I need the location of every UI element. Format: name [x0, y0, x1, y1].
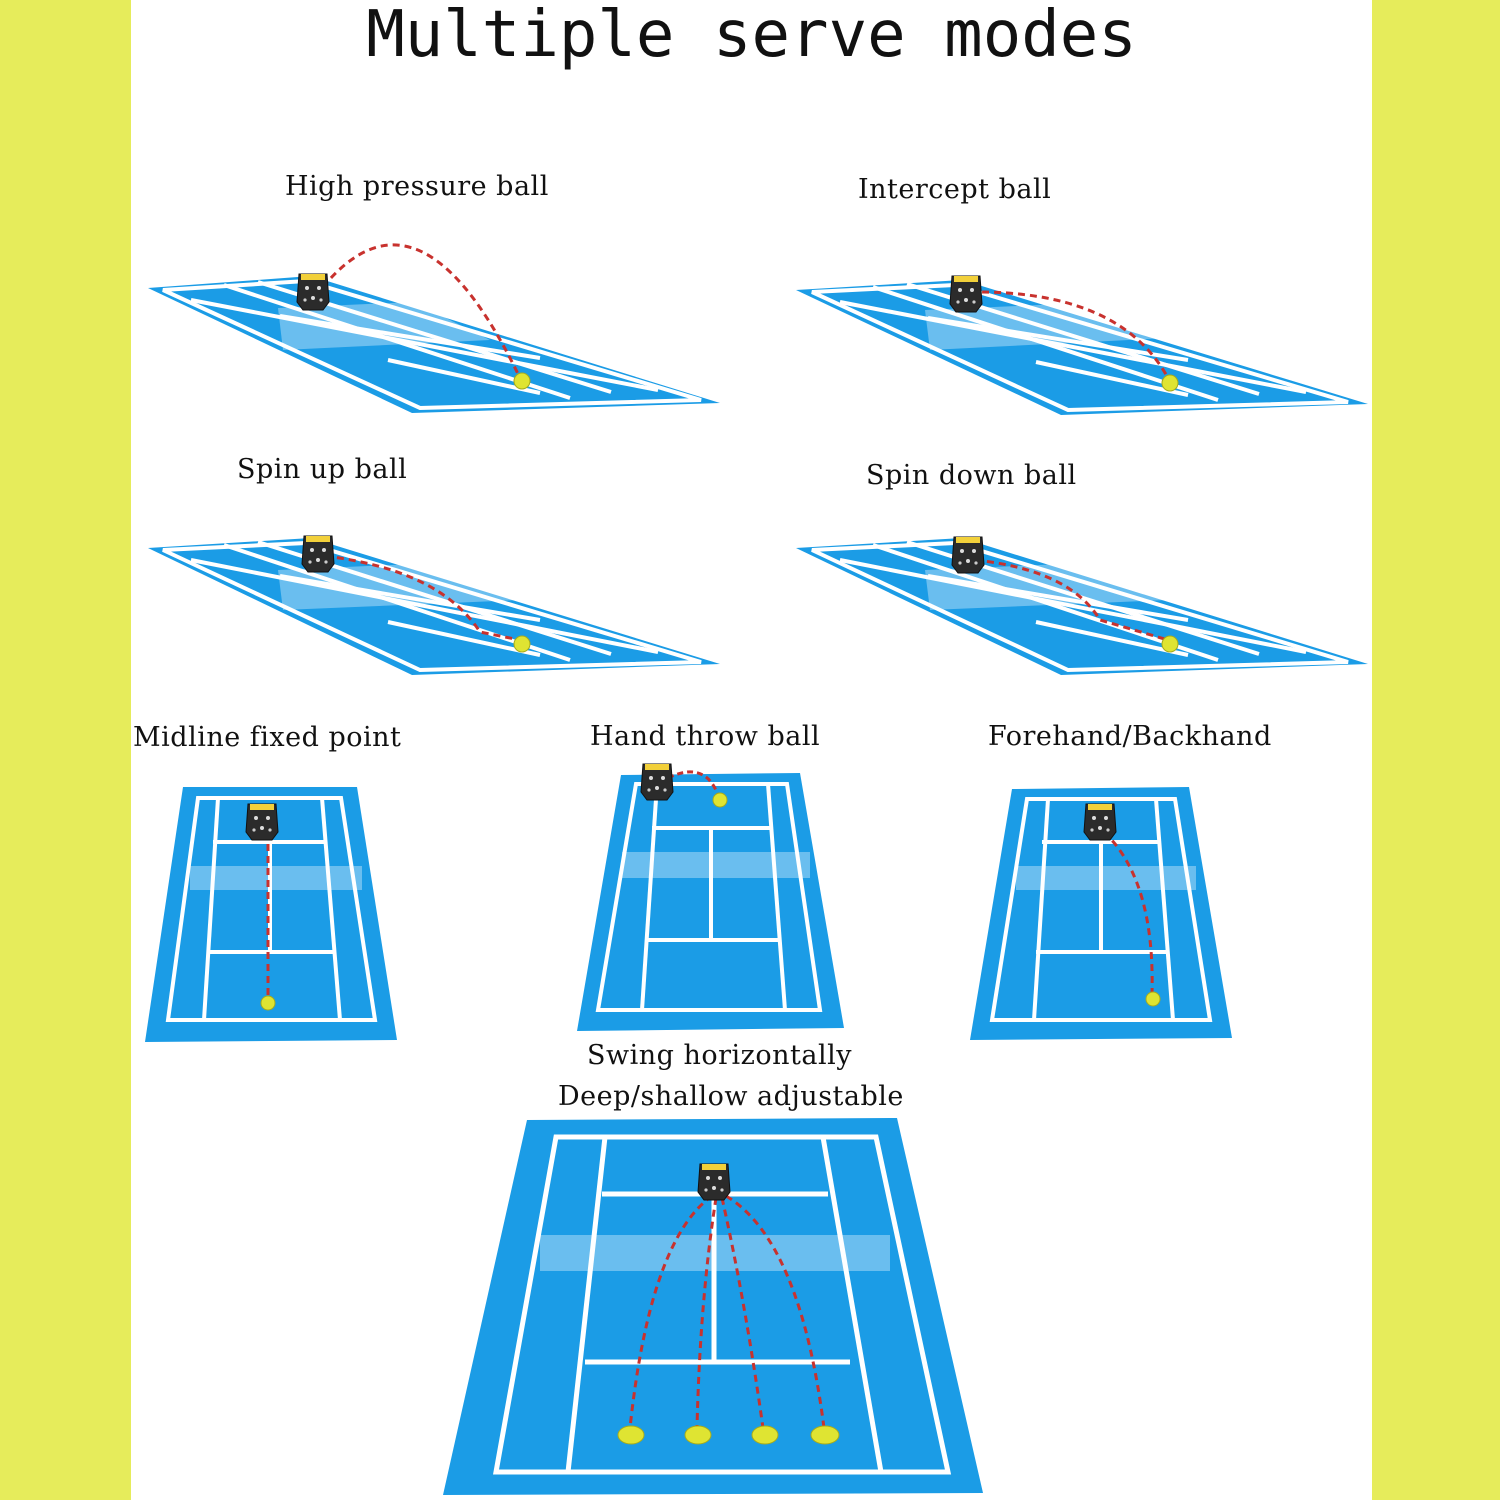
court-swing	[443, 1118, 983, 1495]
label-high-pressure: High pressure ball	[285, 171, 549, 202]
tennis-ball-machine-icon	[951, 536, 985, 574]
tennis-ball-machine-icon	[1083, 803, 1117, 841]
tennis-ball-machine-icon	[301, 535, 335, 573]
court-spin-up	[148, 535, 720, 675]
label-hand-throw: Hand throw ball	[590, 721, 821, 752]
tennis-ball-machine-icon	[640, 763, 674, 801]
court-hand-throw	[577, 763, 844, 1031]
court-spin-down	[796, 536, 1368, 675]
label-deep-shallow: Deep/shallow adjustable	[558, 1081, 904, 1112]
label-forehand-backhand: Forehand/Backhand	[988, 721, 1272, 752]
label-spin-down: Spin down ball	[866, 460, 1077, 491]
tennis-ball-machine-icon	[296, 273, 330, 311]
court-intercept	[796, 275, 1368, 415]
court-forehand-backhand	[970, 787, 1232, 1040]
left-side-band	[0, 0, 131, 1500]
right-side-band	[1372, 0, 1500, 1500]
court-high-pressure	[148, 243, 720, 413]
tennis-ball-machine-icon	[245, 803, 279, 841]
court-midline	[145, 787, 397, 1042]
label-midline: Midline fixed point	[133, 722, 402, 753]
label-intercept: Intercept ball	[858, 174, 1052, 205]
label-swing-horizontally: Swing horizontally	[587, 1040, 853, 1071]
tennis-ball-machine-icon	[949, 275, 983, 313]
tennis-ball-machine-icon	[697, 1163, 731, 1201]
page-title: Multiple serve modes	[366, 0, 1137, 72]
label-spin-up: Spin up ball	[237, 454, 408, 485]
